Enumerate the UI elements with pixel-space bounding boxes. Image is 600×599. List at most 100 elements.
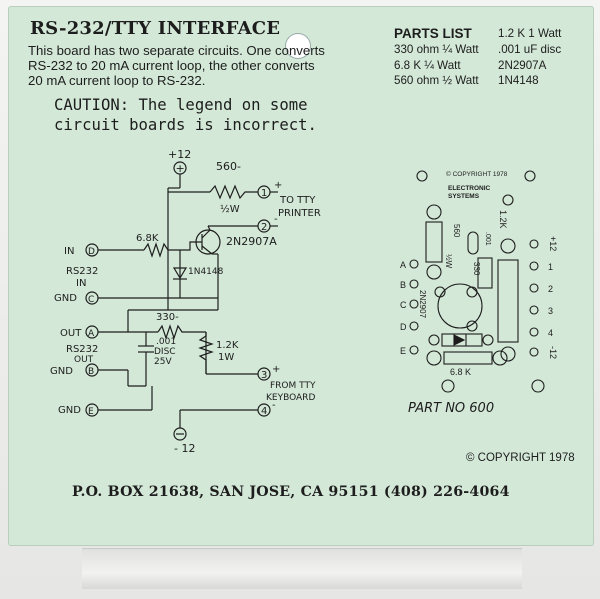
- printer-label: PRINTER: [278, 208, 321, 219]
- terminal-4-number: 4: [261, 406, 267, 417]
- rs232-out-label: RS232: [66, 344, 98, 355]
- gnd-c-label: GND: [54, 293, 77, 304]
- pad: [428, 334, 440, 346]
- pad: [409, 321, 419, 331]
- rs232-in-sublabel: IN: [76, 278, 86, 289]
- caution-line: circuit boards is incorrect.: [54, 116, 317, 134]
- board-label-12k: 1.2K: [498, 210, 508, 229]
- page-title: RS-232/TTY INTERFACE: [30, 18, 281, 39]
- parts-list-item: .001 uF disc: [498, 43, 562, 56]
- pad: [466, 320, 478, 332]
- gnd-b-label: GND: [50, 366, 73, 377]
- minus12-terminal: [173, 427, 187, 441]
- diode-symbol: [453, 334, 466, 346]
- board-number: +12: [548, 236, 558, 251]
- pad: [409, 299, 419, 309]
- pad: [409, 345, 419, 355]
- keyboard-label: KEYBOARD: [266, 393, 315, 403]
- parts-list-item: 560 ohm ½ Watt: [394, 74, 479, 87]
- terminal-4: [257, 403, 271, 417]
- board-label-half-w: ½W: [444, 254, 453, 269]
- pad: [426, 264, 442, 280]
- board-label-2n2907: 2N2907: [418, 290, 427, 319]
- diode-1n4148: [172, 267, 188, 280]
- plus-sign: +: [274, 180, 282, 191]
- pin-a-letter: A: [88, 329, 95, 339]
- cap-voltage-label: 25V: [154, 357, 172, 367]
- intro-line: RS-232 to 20 mA current loop, the other …: [28, 58, 315, 73]
- r12k-watt-label: 1W: [218, 352, 234, 363]
- out-label: OUT: [60, 328, 82, 339]
- terminal-2-number: 2: [261, 222, 267, 233]
- pin-c-letter: C: [88, 295, 94, 305]
- product-card: [8, 6, 594, 546]
- terminal-3-number: 3: [261, 370, 267, 381]
- board-number: 4: [548, 328, 553, 338]
- board-label-68k: 6.8 K: [450, 367, 471, 377]
- mounting-hole: [441, 379, 455, 393]
- pad: [529, 239, 539, 249]
- rs232-out-sublabel: OUT: [74, 355, 94, 365]
- parts-list-title: PARTS LIST: [394, 26, 472, 41]
- cap-type-label: DISC: [154, 347, 176, 357]
- mounting-hole: [531, 379, 545, 393]
- intro-text: This board has two separate circuits. On…: [28, 43, 358, 88]
- pad: [426, 204, 442, 220]
- pad: [529, 261, 539, 271]
- parts-list-item: 2N2907A: [498, 58, 547, 72]
- r68k-label: 6.8K: [136, 233, 159, 244]
- parts-list-item: 6.8 K ¼ Watt: [394, 58, 461, 72]
- pad: [482, 334, 494, 346]
- diode-body: [441, 333, 483, 347]
- input-label: IN: [64, 246, 74, 257]
- pad: [529, 283, 539, 293]
- rs232-in-label: RS232: [66, 266, 98, 277]
- r12k-label: 1.2K: [216, 340, 239, 351]
- parts-list-item: 330 ohm ¼ Watt: [394, 43, 479, 56]
- minus12-label: - 12: [174, 442, 195, 455]
- parts-list-row: 560 ohm ½ Watt 1N4148: [394, 73, 594, 89]
- r560-body: [425, 221, 443, 263]
- minus-sign: -: [272, 400, 276, 411]
- r560-label: 560-: [216, 160, 241, 173]
- diode-label: 1N4148: [188, 267, 224, 277]
- terminal-3: [257, 367, 271, 381]
- from-tty-label: FROM TTY: [270, 381, 316, 391]
- plus12-label: +12: [168, 148, 191, 161]
- board-brand: ELECTRONIC: [448, 185, 491, 192]
- transistor-label: 2N2907A: [226, 235, 277, 248]
- copyright-notice: © COPYRIGHT 1978: [466, 452, 575, 464]
- r330-label: 330-: [156, 312, 179, 323]
- to-tty-label: TO TTY: [279, 195, 316, 206]
- caution-notice: CAUTION: The legend on some circuit boar…: [54, 95, 317, 135]
- caution-line: CAUTION: The legend on some: [54, 96, 308, 114]
- pad: [426, 350, 442, 366]
- mounting-hole: [524, 170, 536, 182]
- gnd-e-label: GND: [58, 405, 81, 416]
- pad: [409, 259, 419, 269]
- intro-line: This board has two separate circuits. On…: [28, 43, 325, 58]
- bag-seal-strip: [82, 548, 522, 589]
- plus-sign: +: [272, 364, 280, 375]
- circuit-schematic: +12 + 560- ½W 1 + TO TTY PRINTER 2 - 2N2…: [50, 148, 321, 455]
- board-letter: E: [400, 346, 406, 356]
- company-address: P.O. BOX 21638, SAN JOSE, CA 95151 (408)…: [72, 484, 510, 500]
- board-number: 3: [548, 306, 553, 316]
- r68k-body: [443, 351, 493, 365]
- pin-b-letter: B: [88, 367, 94, 377]
- capacitor-body: [467, 231, 479, 255]
- parts-list-row: 6.8 K ¼ Watt 2N2907A: [394, 58, 594, 74]
- transistor-outline: [437, 283, 483, 329]
- board-letter: B: [400, 280, 406, 290]
- board-layout: © COPYRIGHT 1978 ELECTRONIC SYSTEMS 560 …: [400, 170, 558, 416]
- pad: [466, 286, 478, 298]
- r560-watt-label: ½W: [220, 203, 240, 215]
- parts-list: 1.2 K 1 Watt 330 ohm ¼ Watt .001 uF disc…: [394, 27, 594, 89]
- board-label-001: .001: [484, 232, 491, 246]
- pad: [434, 286, 446, 298]
- board-number: 2: [548, 284, 553, 294]
- pad: [409, 279, 419, 289]
- r12k-body: [497, 259, 519, 343]
- board-number: -12: [548, 346, 558, 359]
- pad: [529, 305, 539, 315]
